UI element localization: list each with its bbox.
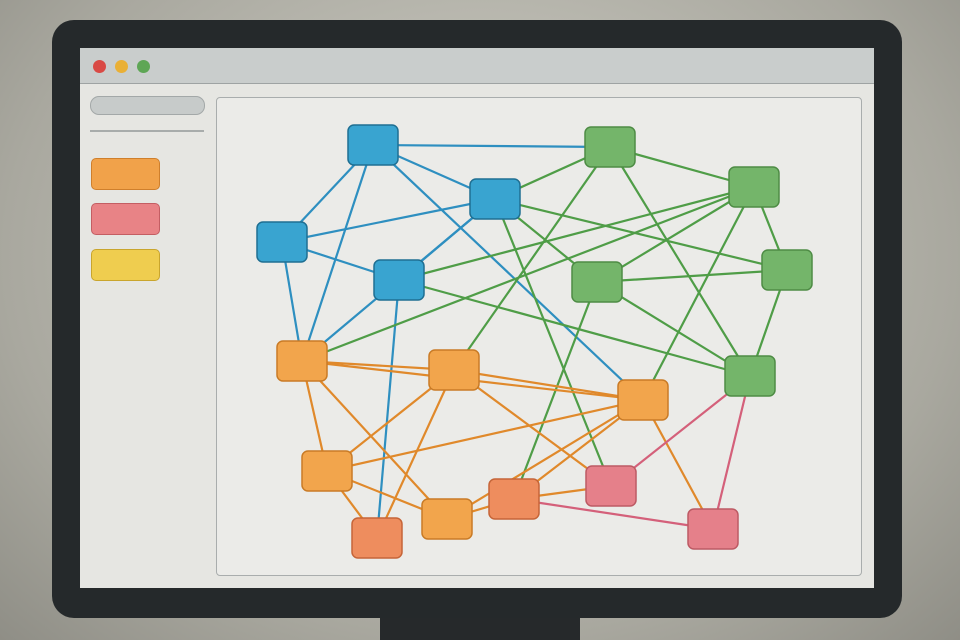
graph-node-blue[interactable]	[256, 221, 308, 263]
graph-edge	[493, 197, 789, 272]
graph-edge	[375, 278, 401, 540]
graph-node-orange[interactable]	[301, 450, 353, 492]
yellow-swatch[interactable]	[91, 249, 160, 281]
close-button[interactable]	[93, 60, 106, 73]
graph-edge	[300, 359, 449, 521]
graph-nodes	[256, 124, 813, 559]
graph-edge	[371, 143, 612, 149]
graph-node-pink[interactable]	[687, 508, 739, 550]
graph-edge	[641, 185, 756, 402]
monitor-stand	[380, 618, 580, 640]
graph-edge	[371, 143, 645, 402]
graph-node-orange[interactable]	[428, 349, 480, 391]
graph-node-green[interactable]	[571, 261, 623, 303]
search-input[interactable]	[90, 96, 205, 115]
graph-node-orange[interactable]	[421, 498, 473, 540]
title-bar	[80, 48, 874, 84]
graph-edge	[711, 374, 752, 531]
graph-node-green[interactable]	[724, 355, 776, 397]
graph-node-orange[interactable]	[617, 379, 669, 421]
graph-edge	[445, 398, 645, 521]
graph-edge	[375, 368, 456, 540]
maximize-button[interactable]	[137, 60, 150, 73]
graph-edge	[397, 185, 756, 282]
graph-node-pink[interactable]	[585, 465, 637, 507]
graph-edge	[512, 497, 715, 531]
minimize-button[interactable]	[115, 60, 128, 73]
graph-node-green[interactable]	[761, 249, 813, 291]
graph-node-orange[interactable]	[276, 340, 328, 382]
graph-node-blue[interactable]	[373, 259, 425, 301]
graph-edge	[300, 185, 756, 363]
graph-edge	[280, 197, 497, 244]
graph-edge	[397, 278, 752, 378]
graph-edge	[608, 145, 752, 378]
graph-edge	[595, 268, 789, 284]
graph-edge	[595, 185, 756, 284]
graph-edge	[300, 143, 375, 363]
graph-edge	[452, 145, 612, 372]
graph-node-green[interactable]	[584, 126, 636, 168]
graph-node-blue[interactable]	[347, 124, 399, 166]
graph-edge	[641, 398, 715, 531]
orange-swatch[interactable]	[91, 158, 160, 190]
graph-edge	[452, 368, 613, 488]
sidebar-divider	[90, 130, 204, 132]
graph-node-salmon[interactable]	[351, 517, 403, 559]
graph-node-blue[interactable]	[469, 178, 521, 220]
graph-node-green[interactable]	[728, 166, 780, 208]
graph-node-salmon[interactable]	[488, 478, 540, 520]
sidebar	[80, 84, 214, 588]
network-graph	[256, 124, 813, 559]
graph-edge	[325, 398, 645, 473]
graph-edge	[452, 368, 645, 402]
app-window	[80, 48, 874, 588]
pink-swatch[interactable]	[91, 203, 160, 235]
